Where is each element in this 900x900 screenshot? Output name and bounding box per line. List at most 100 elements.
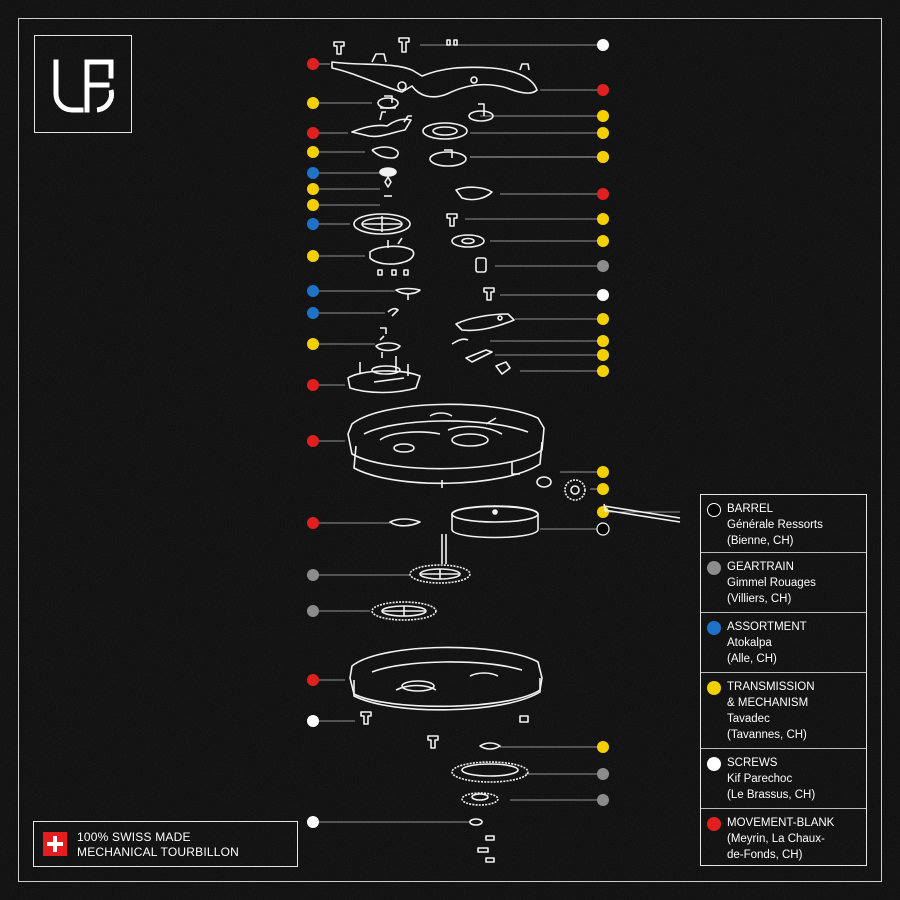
supplier-legend: BARREL Générale Ressorts (Bienne, CH) GE… <box>700 494 867 866</box>
part-dot-screws <box>307 715 319 727</box>
fourth-wheel <box>409 534 471 584</box>
legend-location: (Alle, CH) <box>727 653 777 665</box>
jewels <box>469 818 495 863</box>
legend-category-line2: & MECHANISM <box>727 697 809 709</box>
part-dot-movement <box>307 127 319 139</box>
swiss-flag-icon <box>43 832 67 856</box>
swiss-made-badge: 100% SWISS MADE MECHANICAL TOURBILLON <box>33 821 298 867</box>
legend-supplier: Tavadec <box>727 713 770 725</box>
part-dot-assortment <box>307 218 319 230</box>
setting-lever <box>451 313 515 375</box>
wheel-upper <box>377 95 494 122</box>
minute-wheel <box>451 742 529 806</box>
crown-wheel <box>536 476 586 501</box>
legend-supplier: Atokalpa <box>727 637 772 649</box>
lower-plate <box>349 646 543 711</box>
small-bridge <box>389 518 421 527</box>
legend-location: (Bienne, CH) <box>727 535 794 547</box>
legend-item-transmission: TRANSMISSION & MECHANISM Tavadec (Tavann… <box>701 672 866 748</box>
legend-supplier: Gimmel Rouages <box>727 577 816 589</box>
part-dot-transmission <box>597 365 609 377</box>
top-screws <box>333 37 458 55</box>
part-dot-movement <box>307 517 319 529</box>
part-dot-movement <box>307 58 319 70</box>
legend-dot-screws <box>707 757 721 771</box>
part-dot-transmission <box>307 250 319 262</box>
logo-icon: LF <box>53 59 114 113</box>
legend-dot-movement-blank <box>707 817 721 831</box>
part-dot-transmission <box>597 506 609 518</box>
part-dot-geartrain <box>597 794 609 806</box>
part-dot-movement <box>307 379 319 391</box>
escape-parts <box>387 287 495 317</box>
part-dot-movement <box>307 435 319 447</box>
third-wheel <box>371 601 437 621</box>
part-dot-barrel <box>596 522 610 536</box>
legend-dot-transmission <box>707 681 721 695</box>
legend-category: GEARTRAIN <box>727 561 794 573</box>
part-dot-transmission <box>597 466 609 478</box>
click-bridge <box>351 111 468 140</box>
part-dot-movement <box>597 188 609 200</box>
legend-dot-barrel <box>707 503 721 517</box>
click-spring <box>371 146 467 167</box>
badge-line-2: MECHANICAL TOURBILLON <box>77 845 240 859</box>
part-dot-geartrain <box>307 605 319 617</box>
part-dot-movement <box>597 84 609 96</box>
legend-location: (Tavannes, CH) <box>727 729 807 741</box>
part-dot-transmission <box>597 349 609 361</box>
legend-location: (Villiers, CH) <box>727 593 792 605</box>
legend-dot-assortment <box>707 621 721 635</box>
legend-item-assortment: ASSORTMENT Atokalpa (Alle, CH) <box>701 612 866 672</box>
part-dot-transmission <box>597 151 609 163</box>
part-dot-transmission <box>307 97 319 109</box>
legend-category: MOVEMENT-BLANK <box>727 817 835 829</box>
assortment-small <box>379 167 397 197</box>
tourbillon-cage <box>347 327 421 394</box>
part-dot-transmission <box>597 127 609 139</box>
part-dot-assortment <box>307 307 319 319</box>
click-lever <box>446 186 493 248</box>
legend-item-geartrain: GEARTRAIN Gimmel Rouages (Villiers, CH) <box>701 552 866 612</box>
part-dot-transmission <box>307 146 319 158</box>
part-dot-transmission <box>597 483 609 495</box>
balance-wheel <box>353 213 411 235</box>
outer-frame <box>18 18 882 882</box>
part-dot-transmission <box>597 313 609 325</box>
badge-line-1: 100% SWISS MADE <box>77 830 191 844</box>
legend-item-movement-blank: MOVEMENT-BLANK (Meyrin, La Chaux- de-Fon… <box>701 808 866 865</box>
legend-category: TRANSMISSION <box>727 681 815 693</box>
barrel <box>451 505 539 539</box>
legend-location: de-Fonds, CH) <box>727 849 803 861</box>
part-dot-transmission <box>307 183 319 195</box>
part-dot-geartrain <box>597 260 609 272</box>
brand-logo: LF <box>34 35 132 133</box>
part-dot-geartrain <box>597 768 609 780</box>
winding-stem <box>603 503 681 523</box>
main-plate <box>347 403 545 488</box>
part-dot-screws <box>307 816 319 828</box>
legend-location: (Le Brassus, CH) <box>727 789 816 801</box>
tourbillon-bridge <box>369 237 487 276</box>
legend-category: SCREWS <box>727 757 778 769</box>
part-dot-transmission <box>597 335 609 347</box>
legend-supplier: Kif Parechoc <box>727 773 793 785</box>
part-dot-screws <box>597 289 609 301</box>
part-dot-transmission <box>597 110 609 122</box>
part-dot-transmission <box>307 338 319 350</box>
legend-supplier: Générale Ressorts <box>727 519 823 531</box>
legend-supplier: (Meyrin, La Chaux- <box>727 833 825 845</box>
part-dot-assortment <box>307 167 319 179</box>
legend-category: BARREL <box>727 503 774 515</box>
part-dot-transmission <box>597 235 609 247</box>
legend-dot-geartrain <box>707 561 721 575</box>
part-dot-assortment <box>307 285 319 297</box>
part-dot-screws <box>597 39 609 51</box>
part-dot-geartrain <box>307 569 319 581</box>
part-dot-movement <box>307 674 319 686</box>
part-dot-transmission <box>597 213 609 225</box>
legend-item-barrel: BARREL Générale Ressorts (Bienne, CH) <box>701 495 866 552</box>
lower-screws <box>360 711 529 749</box>
part-dot-transmission <box>307 199 319 211</box>
